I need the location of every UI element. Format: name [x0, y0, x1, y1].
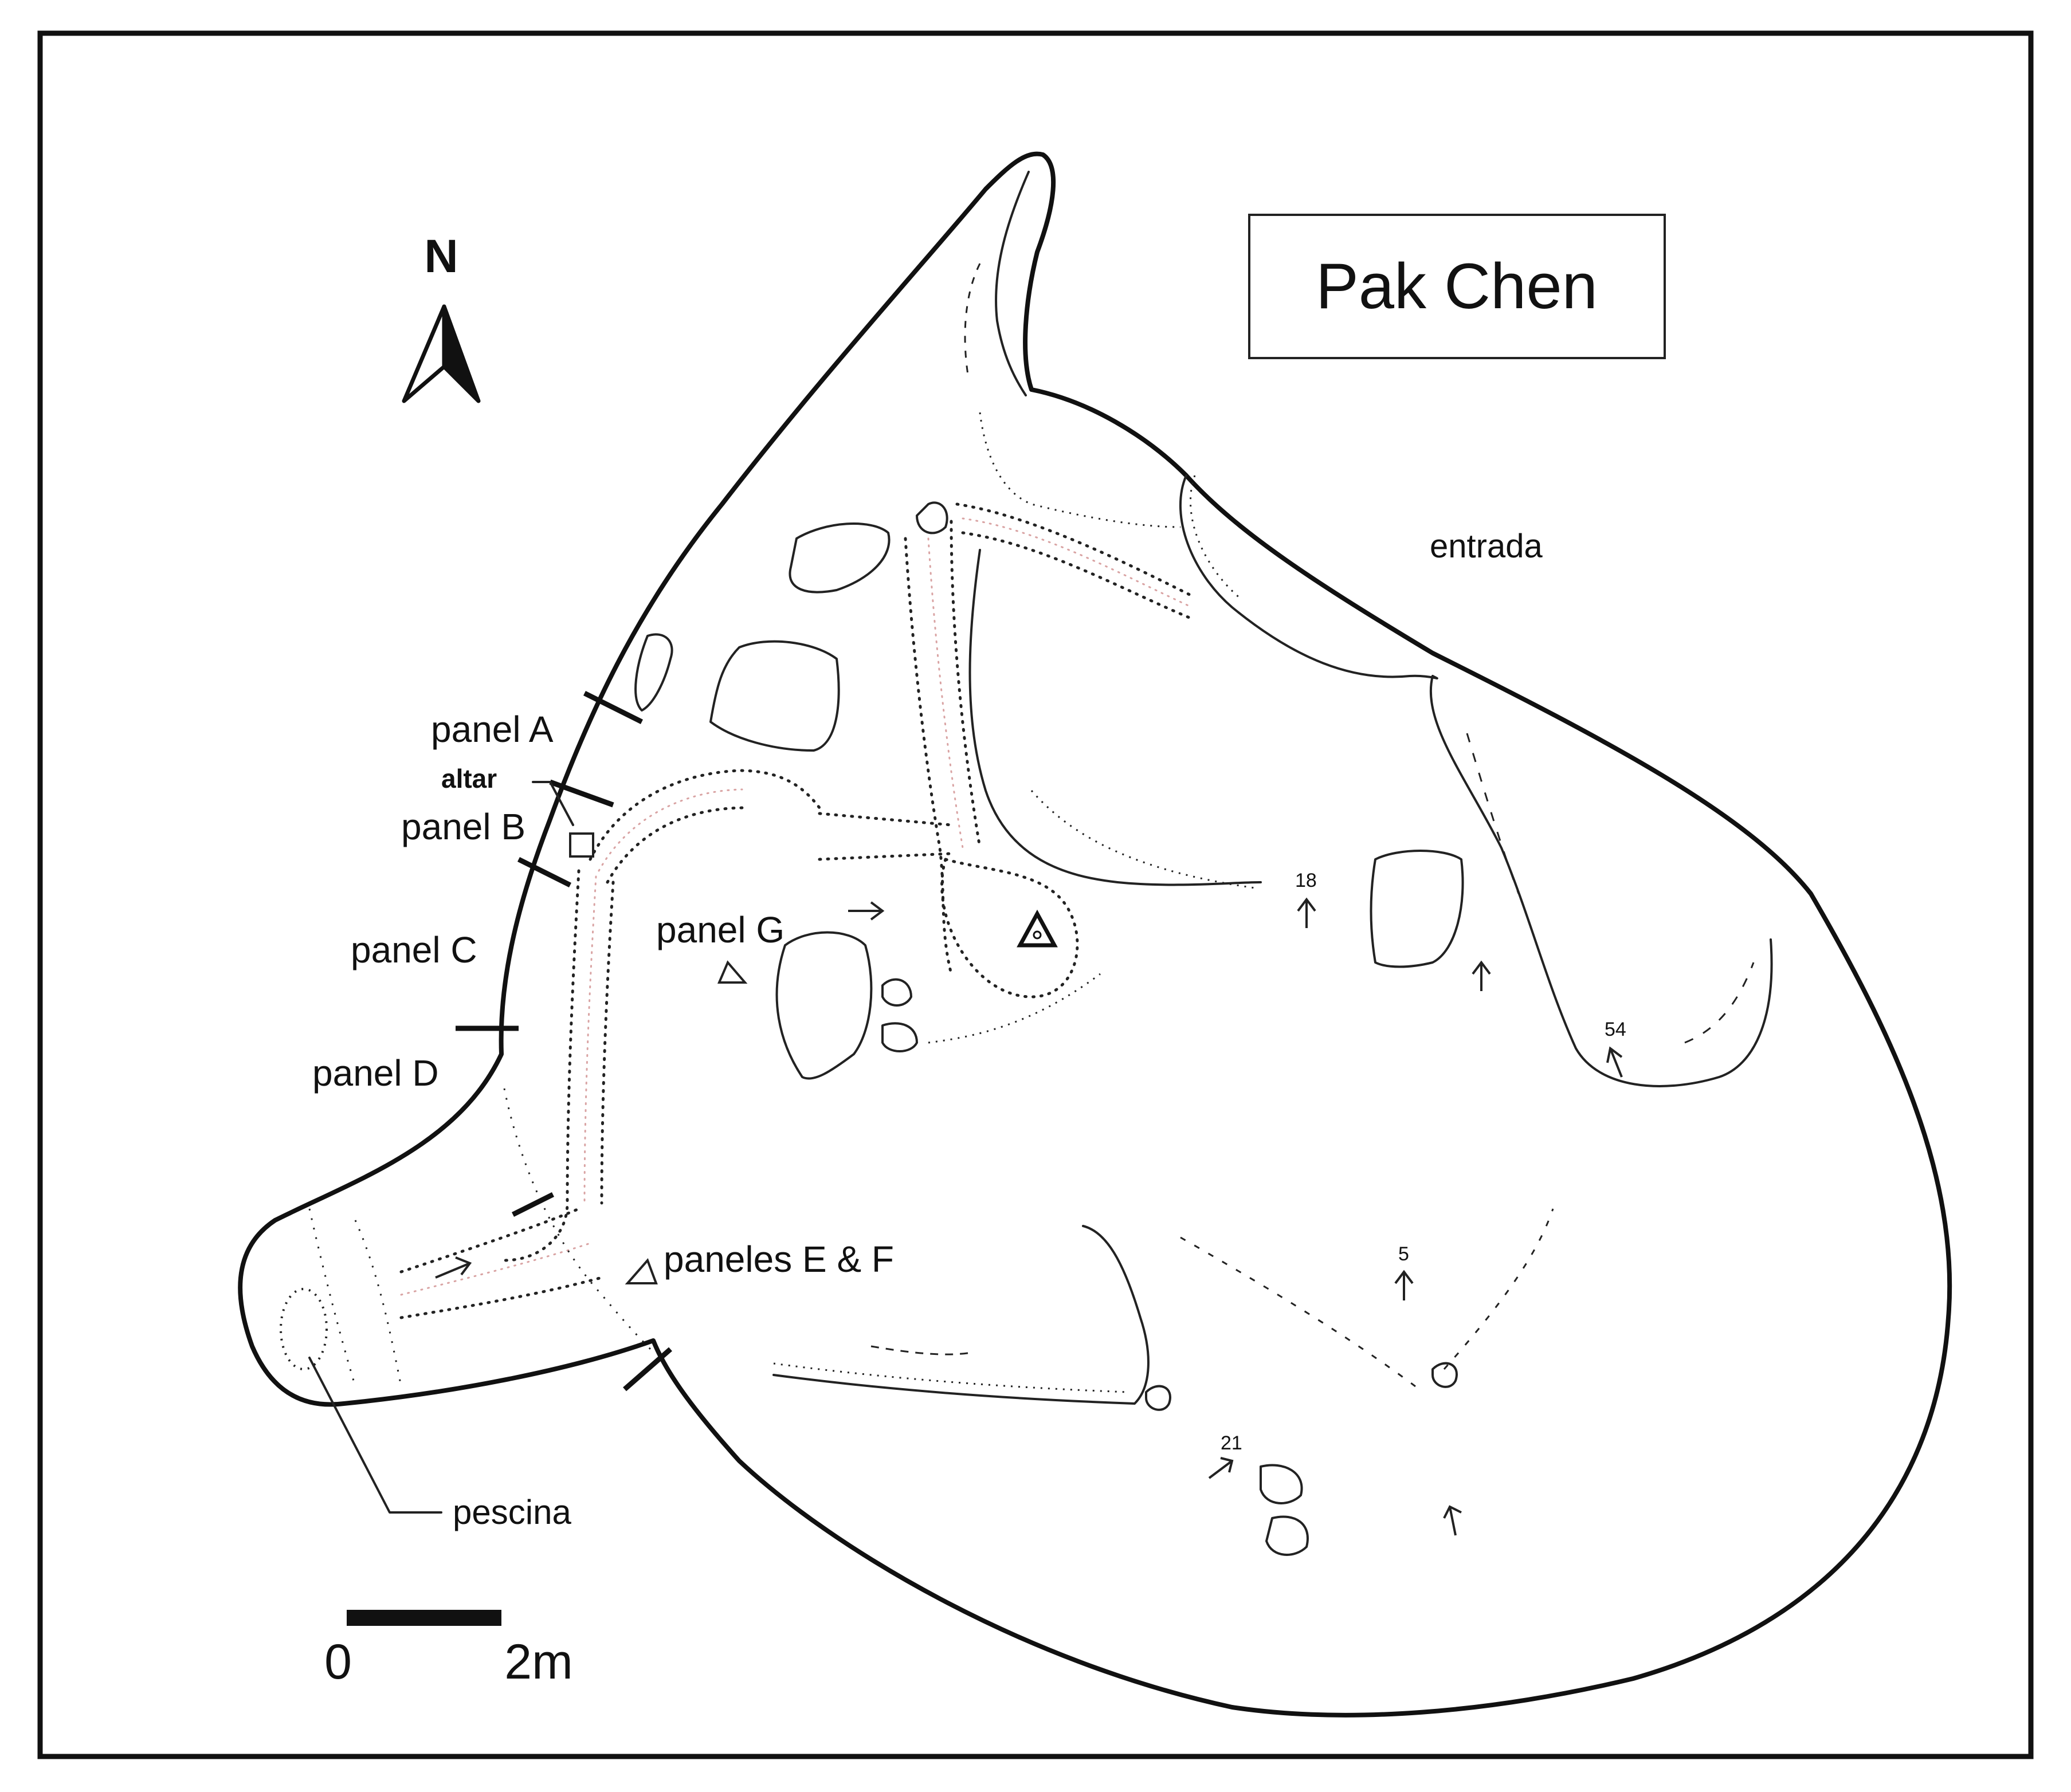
- east-dashes-2: [1684, 962, 1755, 1044]
- north-label: N: [424, 230, 458, 282]
- pescina-dotted-2: [399, 1276, 603, 1319]
- marker-18: 18: [1295, 870, 1317, 891]
- stone-arc-1: [1180, 1236, 1416, 1388]
- east-passage: [1429, 675, 1773, 1087]
- north-pink: [962, 517, 1193, 608]
- scale-start: 0: [324, 1634, 352, 1689]
- passage-pink: [927, 537, 964, 849]
- rock-6: [881, 978, 912, 1007]
- panel-bc-marker: [517, 856, 572, 888]
- north-dotted-2: [961, 531, 1194, 620]
- west-corridor-dotted-1: [503, 869, 580, 1262]
- rock-8: [1370, 850, 1464, 968]
- rock-2: [709, 640, 840, 752]
- entrance-wall: [1179, 474, 1438, 680]
- arrow-south: [1443, 1505, 1462, 1536]
- passage-dotted-west: [904, 537, 953, 976]
- corridor-crossing-dotted: [818, 812, 953, 827]
- north-dotted-1: [955, 502, 1194, 598]
- north-spur-wall: [995, 171, 1030, 396]
- south-wall-hatch-1: [772, 1225, 1150, 1405]
- panel-g-triangle: [717, 960, 748, 984]
- map-frame: [37, 30, 2034, 1759]
- arrow-panel-g: [848, 901, 885, 921]
- label-panel-b: panel B: [401, 806, 525, 847]
- rock-12: [1431, 1362, 1458, 1388]
- label-panel-c: panel C: [351, 929, 477, 970]
- cave-outline: [238, 151, 1952, 1718]
- rock-7: [881, 1022, 918, 1052]
- rock-10: [1265, 1515, 1309, 1556]
- arrow-21: [1208, 1457, 1234, 1479]
- south-dashes: [870, 1345, 975, 1355]
- arch-dotted-outer: [589, 769, 821, 861]
- south-wall-hatch-1b: [773, 1362, 1129, 1393]
- pescina-hatch-2: [354, 1220, 402, 1387]
- panel-a-marker: [583, 690, 644, 725]
- east-dashes-1: [1466, 733, 1520, 894]
- pescina-pool: [280, 1288, 328, 1370]
- map-title: Pak Chen: [1316, 250, 1598, 322]
- north-arrow-icon: [402, 304, 481, 403]
- panel-e-marker: [511, 1192, 555, 1217]
- arrow-5: [1394, 1270, 1414, 1300]
- panel-f-marker: [623, 1347, 672, 1392]
- label-panel-g: panel G: [656, 909, 785, 950]
- pescina-leader: [308, 1357, 442, 1514]
- rock-1: [789, 522, 891, 594]
- north-spur-dash: [964, 263, 981, 379]
- corridor-crossing-dotted-2: [818, 852, 953, 861]
- southwest-hatch: [503, 1088, 654, 1353]
- pescina-dotted-1: [399, 1207, 580, 1274]
- spur-hatch: [979, 412, 1181, 528]
- marker-21: 21: [1221, 1432, 1242, 1454]
- title-box: [1248, 214, 1666, 359]
- scale-end: 2m: [504, 1634, 572, 1689]
- marker-54: 54: [1605, 1019, 1626, 1040]
- basin-dotted: [940, 857, 1079, 999]
- rock-9: [1260, 1464, 1303, 1504]
- panel-b-marker: [549, 779, 614, 808]
- arrow-mid-east: [1472, 960, 1491, 991]
- basin-hatch: [928, 973, 1101, 1044]
- arrow-54: [1606, 1046, 1623, 1078]
- rock-3: [634, 633, 673, 712]
- arch-pink: [598, 788, 743, 872]
- rock-5: [775, 931, 873, 1080]
- west-corridor-pink: [583, 875, 597, 1204]
- rock-4: [916, 501, 948, 535]
- altar-feature: [569, 832, 594, 858]
- label-altar: altar: [441, 764, 497, 793]
- label-panel-d: panel D: [312, 1052, 439, 1094]
- west-corridor-dotted-2: [600, 881, 615, 1205]
- arrow-18: [1297, 897, 1316, 928]
- paneles-ef-triangle: [625, 1258, 658, 1284]
- label-paneles-ef: paneles E & F: [664, 1239, 894, 1280]
- triangle-marker-dot: [1033, 930, 1042, 940]
- pescina-pink: [400, 1242, 591, 1296]
- arch-dotted-inner: [606, 806, 747, 884]
- scale-bar: [347, 1610, 501, 1626]
- marker-5: 5: [1398, 1243, 1409, 1265]
- label-entrada: entrada: [1430, 528, 1543, 565]
- altar-leader: [532, 781, 574, 826]
- triangle-marker-center: [1017, 909, 1058, 948]
- pescina-hatch: [308, 1208, 356, 1387]
- label-pescina: pescina: [453, 1493, 571, 1531]
- entrance-hatch: [1190, 475, 1241, 600]
- stone-arc-2: [1443, 1208, 1554, 1370]
- central-passage-wall: [968, 549, 1262, 886]
- central-passage-hatch: [1030, 790, 1256, 889]
- arrow-pescina: [435, 1256, 472, 1279]
- rock-11: [1145, 1385, 1171, 1411]
- label-panel-a: panel A: [431, 709, 554, 750]
